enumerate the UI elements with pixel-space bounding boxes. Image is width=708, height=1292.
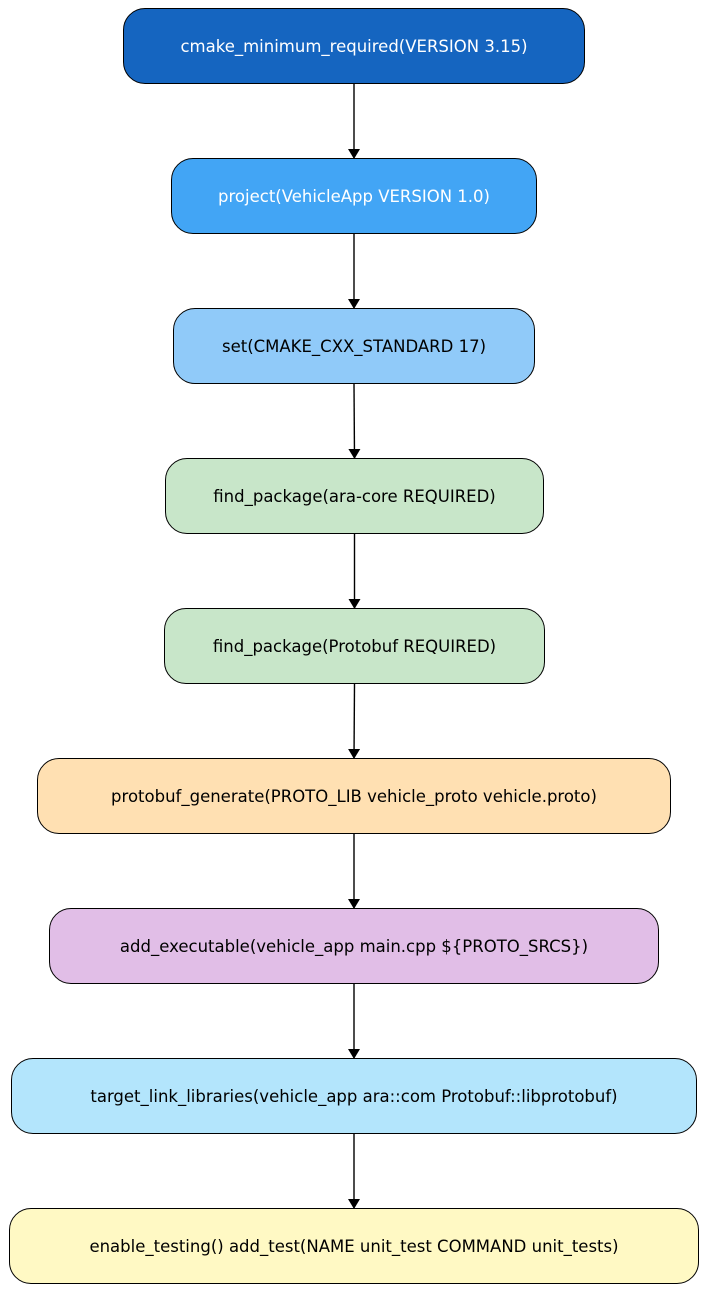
node-label: cmake_minimum_required(VERSION 3.15) (180, 36, 528, 56)
node-find-package-ara-core: find_package(ara-core REQUIRED) (165, 458, 544, 534)
node-set-cxx-standard: set(CMAKE_CXX_STANDARD 17) (173, 308, 535, 384)
node-label: target_link_libraries(vehicle_app ara::c… (90, 1086, 618, 1106)
node-target-link-libraries: target_link_libraries(vehicle_app ara::c… (11, 1058, 697, 1134)
node-add-executable: add_executable(vehicle_app main.cpp ${PR… (49, 908, 659, 984)
edge-n5-n6 (348, 683, 361, 759)
node-label: protobuf_generate(PROTO_LIB vehicle_prot… (111, 786, 597, 806)
node-find-package-protobuf: find_package(Protobuf REQUIRED) (164, 608, 545, 684)
edge-n3-n4 (348, 383, 361, 459)
node-label: find_package(ara-core REQUIRED) (213, 486, 496, 506)
node-cmake-minimum-required: cmake_minimum_required(VERSION 3.15) (123, 8, 585, 84)
node-label: find_package(Protobuf REQUIRED) (212, 636, 497, 656)
node-label: enable_testing() add_test(NAME unit_test… (89, 1236, 619, 1256)
node-project: project(VehicleApp VERSION 1.0) (171, 158, 537, 234)
node-enable-testing: enable_testing() add_test(NAME unit_test… (9, 1208, 699, 1284)
node-protobuf-generate: protobuf_generate(PROTO_LIB vehicle_prot… (37, 758, 671, 834)
node-label: add_executable(vehicle_app main.cpp ${PR… (119, 936, 589, 956)
node-label: project(VehicleApp VERSION 1.0) (218, 186, 490, 206)
node-label: set(CMAKE_CXX_STANDARD 17) (221, 336, 487, 356)
